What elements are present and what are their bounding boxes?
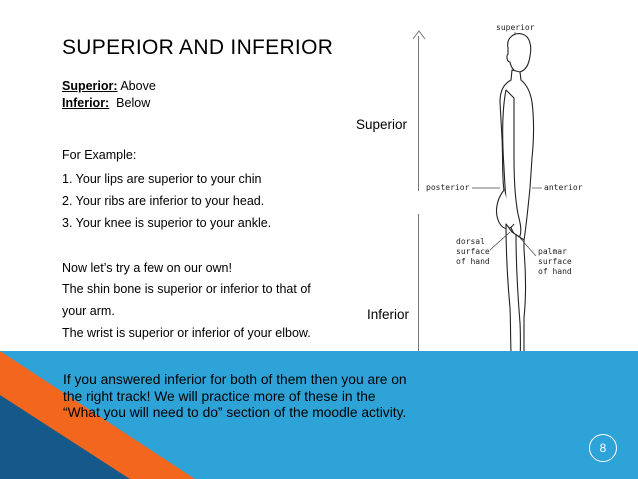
page-number-badge: 8 — [589, 434, 617, 462]
example-heading: For Example: — [62, 148, 137, 162]
example-item-2: 2. Your ribs are inferior to your head. — [62, 194, 265, 208]
inferior-side-label: Inferior — [367, 307, 410, 322]
superior-term: Superior: — [62, 79, 118, 93]
inferior-arrow-line — [418, 214, 419, 386]
up-arrow-icon — [412, 30, 426, 40]
figure-label-palmar-3: of hand — [538, 267, 572, 276]
practice-question-1b: your arm. — [62, 304, 115, 318]
practice-question-1a: The shin bone is superior or inferior to… — [62, 282, 311, 296]
figure-label-palmar-2: surface — [538, 257, 572, 266]
practice-question-2: The wrist is superior or inferior of you… — [62, 326, 311, 340]
superior-definition: Above — [117, 79, 156, 93]
definition-inferior: Inferior: Below — [62, 95, 150, 112]
figure-label-anterior: anterior — [544, 183, 583, 192]
definition-superior: Superior: Above — [62, 78, 156, 95]
figure-label-dorsal-1: dorsal — [456, 237, 485, 246]
example-item-3: 3. Your knee is superior to your ankle. — [62, 216, 272, 230]
superior-side-label: Superior — [356, 117, 408, 132]
inferior-term: Inferior: — [62, 96, 110, 110]
anatomical-figure: superior posterior anterior dorsal surfa… — [426, 23, 583, 398]
practice-intro: Now let’s try a few on our own! — [62, 261, 232, 275]
superior-arrow-line — [418, 36, 419, 191]
figure-label-superior: superior — [496, 23, 535, 32]
inferior-definition: Below — [109, 96, 151, 110]
banner-message: If you answered inferior for both of the… — [63, 372, 407, 420]
example-item-1: 1. Your lips are superior to your chin — [62, 172, 262, 186]
figure-label-dorsal-2: surface — [456, 247, 490, 256]
slide-title: SUPERIOR AND INFERIOR — [62, 36, 334, 59]
figure-label-palmar-1: palmar — [538, 247, 567, 256]
dark-blue-accent-shape — [0, 395, 130, 479]
figure-label-dorsal-3: of hand — [456, 257, 490, 266]
human-body-outline — [495, 33, 538, 387]
figure-label-posterior: posterior — [426, 183, 470, 192]
